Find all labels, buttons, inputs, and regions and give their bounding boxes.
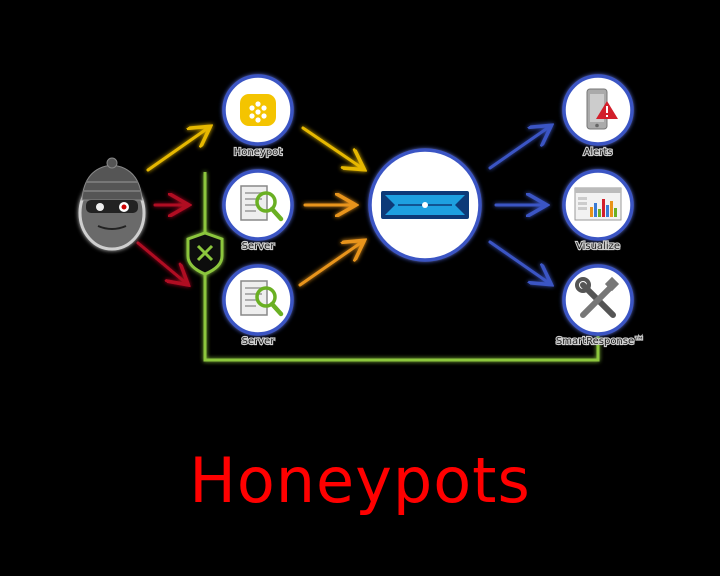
server-bottom-label: Server bbox=[242, 336, 276, 347]
tools-icon bbox=[575, 276, 620, 318]
smart-response-node: SmartResponse™ bbox=[555, 264, 645, 348]
server-bottom-node: Server bbox=[222, 264, 294, 348]
visualize-label: Visualize bbox=[576, 241, 620, 252]
arrow-attacker-to-honeypot bbox=[146, 128, 208, 172]
hacker-icon bbox=[78, 157, 146, 251]
appliance-node bbox=[368, 148, 482, 262]
alerts-node: Alerts bbox=[562, 74, 634, 159]
arrow-appliance-to-alerts bbox=[488, 127, 549, 170]
page-title: Honeypots bbox=[189, 444, 531, 517]
arrow-server-bottom-to-appliance bbox=[298, 242, 362, 287]
honeypot-node: Honeypot bbox=[222, 74, 294, 159]
arrow-appliance-to-smart-response bbox=[488, 240, 549, 283]
smart-response-label: SmartResponse™ bbox=[556, 336, 644, 347]
mobile-alert-icon bbox=[586, 88, 618, 130]
visualize-node: Visualize bbox=[562, 169, 634, 253]
network-appliance-icon bbox=[381, 191, 469, 219]
honeypot-icon bbox=[240, 94, 276, 126]
server-top-node: Server bbox=[222, 169, 294, 253]
server-search-icon bbox=[240, 280, 284, 317]
server-top-label: Server bbox=[242, 241, 276, 252]
server-search-icon bbox=[240, 185, 284, 222]
honeypot-label: Honeypot bbox=[234, 147, 283, 158]
arrow-attacker-to-server-bottom bbox=[136, 241, 186, 283]
arrow-honeypot-to-appliance bbox=[301, 126, 362, 168]
dashboard-chart-icon bbox=[574, 187, 622, 221]
shield-block-icon bbox=[186, 231, 224, 276]
alerts-label: Alerts bbox=[583, 147, 612, 158]
